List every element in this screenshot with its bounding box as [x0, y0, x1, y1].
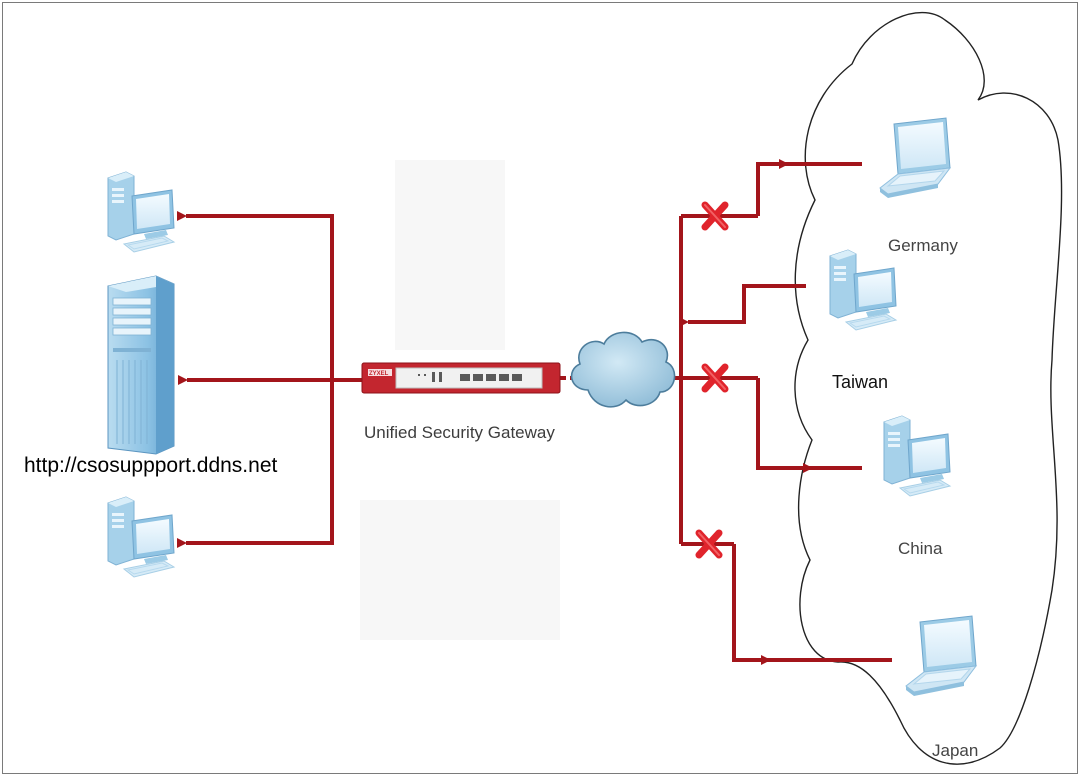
desktop-icon	[107, 171, 175, 253]
location-label-china: China	[898, 539, 943, 558]
server-url-label: http://csosuppport.ddns.net	[24, 454, 278, 477]
location-label-germany: Germany	[888, 236, 958, 255]
background-watermark	[360, 160, 560, 640]
server-icon	[107, 275, 175, 455]
gateway-label: Unified Security Gateway	[364, 423, 555, 442]
gateway-brand: ZYXEL	[369, 371, 389, 377]
internal-links	[177, 211, 362, 548]
external-links	[666, 159, 892, 665]
internet-region-outline	[794, 11, 1063, 765]
desktop-icon	[107, 496, 175, 578]
location-label-japan: Japan	[932, 741, 979, 760]
firewall-icon: ZYXEL	[361, 362, 561, 394]
location-label-taiwan: Taiwan	[832, 372, 889, 392]
internet-cloud-icon	[570, 331, 676, 408]
